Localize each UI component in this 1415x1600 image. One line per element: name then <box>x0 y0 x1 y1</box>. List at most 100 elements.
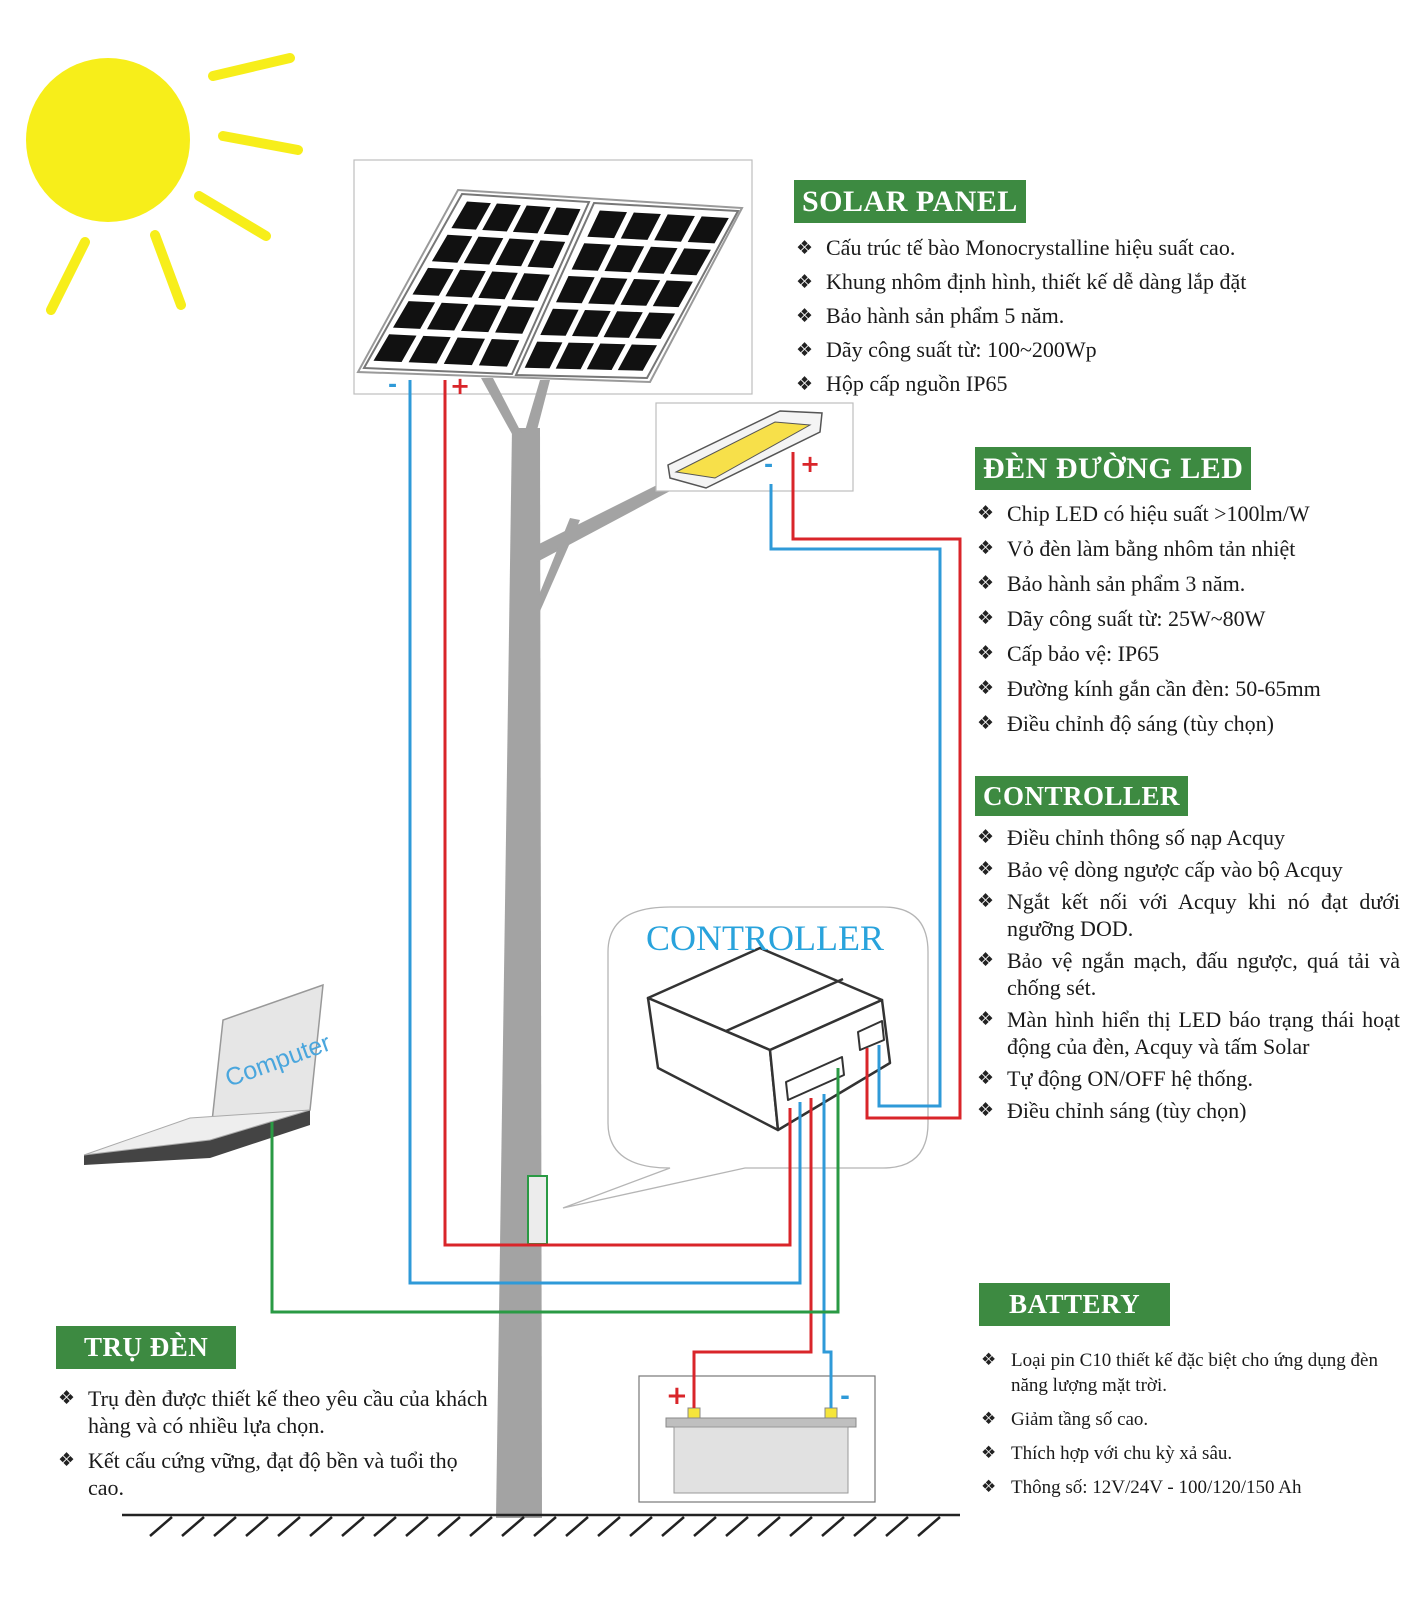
solar-panel-section: SOLAR PANEL Cấu trúc tế bào Monocrystall… <box>794 180 1394 401</box>
solar-cell <box>617 344 657 371</box>
ground-hatch-line <box>597 1516 621 1537</box>
solar-cell <box>635 312 675 339</box>
solar-cell <box>603 311 643 338</box>
ground-hatch-line <box>341 1516 365 1537</box>
led-minus-mark: - <box>764 453 773 478</box>
list-item: Ngắt kết nối với Acquy khi nó đạt dưới n… <box>975 888 1400 942</box>
wire-led-positive <box>791 452 962 1120</box>
list-item: Điều chỉnh độ sáng (tùy chọn) <box>975 706 1405 741</box>
battery-section: BATTERY Loại pin C10 thiết kế đặc biệt c… <box>979 1283 1399 1509</box>
ground-hatch-line <box>757 1516 781 1537</box>
led-plus-mark: + <box>800 450 820 478</box>
list-item: Bảo hành sản phẩm 5 năm. <box>794 299 1394 333</box>
solar-cell <box>588 277 628 305</box>
led-light-list: Chip LED có hiệu suất >100lm/W Vỏ đèn là… <box>975 496 1405 741</box>
list-item: Điều chỉnh sáng (tùy chọn) <box>975 1097 1400 1124</box>
list-item: Hộp cấp nguồn IP65 <box>794 367 1394 401</box>
battery-plus-mark: + <box>666 1381 688 1411</box>
solar-cell <box>463 236 504 265</box>
solar-cell <box>572 310 611 337</box>
solar-cells <box>373 201 729 371</box>
solar-cell <box>478 271 518 300</box>
solar-cell <box>445 269 486 298</box>
list-item: Giảm tầng số cao. <box>979 1407 1399 1432</box>
list-item: Đường kính gắn cần đèn: 50-65mm <box>975 671 1405 706</box>
ground-hatch-line <box>789 1516 813 1537</box>
solar-cell <box>555 342 594 370</box>
list-item: Khung nhôm định hình, thiết kế dễ dàng l… <box>794 265 1394 299</box>
ground-hatch-line <box>661 1516 685 1537</box>
ground-hatch-line <box>309 1516 333 1537</box>
wire-computer-data <box>270 1068 840 1314</box>
solar-cell <box>495 306 535 334</box>
solar-cell <box>482 203 521 232</box>
solar-cell <box>431 234 473 263</box>
ground-hatch-line <box>405 1516 429 1537</box>
controller-device <box>646 946 892 1132</box>
solar-cell <box>540 308 579 336</box>
solar-cell <box>637 246 678 274</box>
ground-hatch-line <box>245 1516 269 1537</box>
sun-icon <box>26 53 303 315</box>
solar-cell <box>527 240 566 269</box>
solar-cell <box>620 279 661 306</box>
solar-panel <box>356 188 744 384</box>
controller-section: CONTROLLER Điều chỉnh thông số nạp Acquy… <box>975 776 1400 1129</box>
ground-hatch-line <box>917 1516 941 1537</box>
list-item: Dãy công suất từ: 100~200Wp <box>794 333 1394 367</box>
ground <box>122 1513 960 1537</box>
solar-cell <box>427 302 469 331</box>
ground-hatch-line <box>277 1516 301 1537</box>
ground-hatch-line <box>885 1516 909 1537</box>
ground-hatch-line <box>469 1516 493 1537</box>
list-item: Tự động ON/OFF hệ thống. <box>975 1065 1400 1092</box>
led-lamp <box>667 410 823 489</box>
ground-hatch-line <box>501 1516 525 1537</box>
wire-led-negative <box>769 484 942 1108</box>
solar-cell <box>373 334 417 362</box>
ground-hatch-line <box>725 1516 749 1537</box>
wire-solar-negative <box>408 380 802 1285</box>
battery-title: BATTERY <box>979 1283 1171 1326</box>
computer-laptop: Computer <box>83 983 334 1165</box>
ground-hatch-line <box>149 1516 173 1537</box>
list-item: Trụ đèn được thiết kế theo yêu cầu của k… <box>56 1385 496 1439</box>
list-item: Bảo vệ dòng ngược cấp vào bộ Acquy <box>975 856 1400 883</box>
list-item: Chip LED có hiệu suất >100lm/W <box>975 496 1405 531</box>
solar-panel-title: SOLAR PANEL <box>794 180 1026 223</box>
solar-cell <box>654 214 695 242</box>
solar-cell <box>461 304 502 333</box>
solar-cell <box>620 212 661 240</box>
list-item: Loại pin C10 thiết kế đặc biệt cho ứng d… <box>979 1348 1399 1398</box>
ground-hatch-line <box>213 1516 237 1537</box>
solar-cell <box>670 248 711 276</box>
solar-panel-list: Cấu trúc tế bào Monocrystalline hiệu suấ… <box>794 231 1394 401</box>
wire-battery-negative <box>822 1094 833 1408</box>
ground-hatch-line <box>821 1516 845 1537</box>
solar-cell <box>524 341 563 369</box>
solar-cell <box>652 280 693 308</box>
controller-diagram-label: CONTROLLER <box>646 918 884 958</box>
solar-cell <box>604 245 645 273</box>
ground-hatch-line <box>693 1516 717 1537</box>
ground-hatch-line <box>853 1516 877 1537</box>
led-light-section: ĐÈN ĐƯỜNG LED Chip LED có hiệu suất >100… <box>975 447 1405 741</box>
solar-cell <box>408 335 451 364</box>
controller-title: CONTROLLER <box>975 776 1189 816</box>
battery-minus-mark: - <box>840 1382 850 1410</box>
list-item: Dãy công suất từ: 25W~80W <box>975 601 1405 636</box>
ground-hatch-line <box>565 1516 589 1537</box>
list-item: Vỏ đèn làm bằng nhôm tản nhiệt <box>975 531 1405 566</box>
list-item: Thông số: 12V/24V - 100/120/150 Ah <box>979 1475 1399 1500</box>
solar-cell <box>512 205 551 234</box>
ground-hatch-line <box>533 1516 557 1537</box>
pole-section: TRỤ ĐÈN Trụ đèn được thiết kế theo yêu c… <box>56 1326 496 1509</box>
solar-cell <box>511 273 550 301</box>
pole-list: Trụ đèn được thiết kế theo yêu cầu của k… <box>56 1385 496 1501</box>
list-item: Bảo vệ ngắn mạch, đấu ngược, quá tải và … <box>975 947 1400 1001</box>
junction-box <box>527 1175 548 1245</box>
ground-hatch-line <box>437 1516 461 1537</box>
pole-title: TRỤ ĐÈN <box>56 1326 237 1369</box>
solar-cell <box>443 337 485 366</box>
